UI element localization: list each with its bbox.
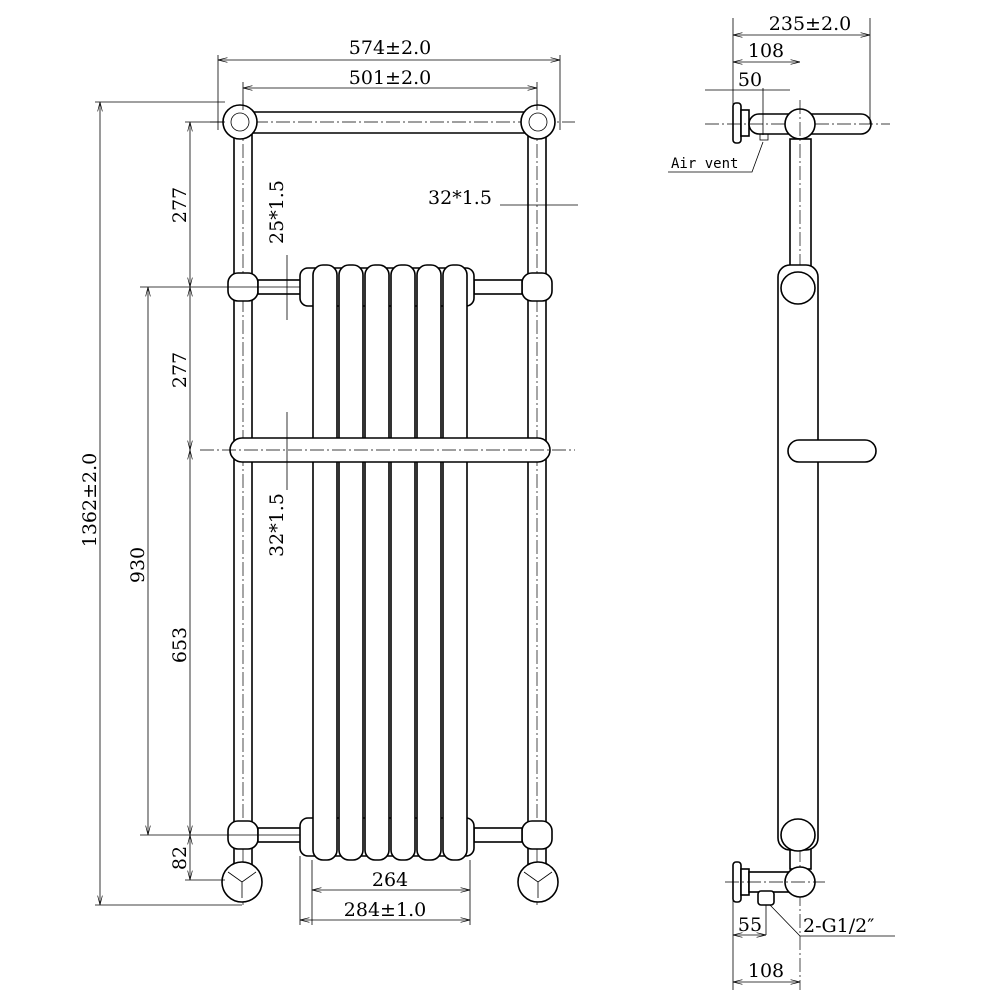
inlet-connection (757, 890, 775, 906)
dim-post-diameter: 25*1.5 (266, 180, 288, 244)
dim-vent-offset: 50 (738, 69, 762, 91)
radiator-side (777, 264, 819, 851)
top-wall-plate (732, 102, 742, 144)
dim-overall-width: 574±2.0 (349, 37, 431, 59)
air-vent-label: Air vent (671, 156, 738, 172)
dim-radiator-outer-width: 284±1.0 (344, 899, 426, 921)
dim-rail-diameter: 32*1.5 (266, 493, 288, 557)
inlet-label: 2-G1/2″ (803, 915, 874, 937)
dim-foot-height: 82 (169, 846, 191, 870)
dim-middle-spacing: 277 (169, 352, 191, 388)
radiator-columns (299, 264, 475, 861)
top-rail (231, 111, 551, 134)
dim-radiator-center: 930 (127, 547, 149, 583)
dim-wall-to-center: 108 (748, 40, 784, 62)
dim-top-spacing: 277 (169, 187, 191, 223)
dim-radiator-inner-width: 264 (372, 869, 408, 891)
side-view: 235±2.0 108 50 Air vent 55 2-G1/2″ 108 (668, 13, 895, 990)
dim-center-width: 501±2.0 (349, 67, 431, 89)
air-vent (759, 133, 769, 141)
dim-lower-spacing: 653 (169, 627, 191, 663)
dim-inlet-offset: 55 (738, 914, 762, 936)
dim-overall-depth: 235±2.0 (769, 13, 851, 35)
dim-post-diameter-2: 32*1.5 (428, 187, 492, 209)
dim-bottom-wall-to-center: 108 (748, 960, 784, 982)
top-right-fitting (520, 104, 556, 140)
dim-overall-height: 1362±2.0 (79, 453, 101, 548)
top-left-fitting (222, 104, 258, 140)
front-view: 574±2.0 501±2.0 1362±2.0 930 277 277 653… (79, 37, 578, 925)
